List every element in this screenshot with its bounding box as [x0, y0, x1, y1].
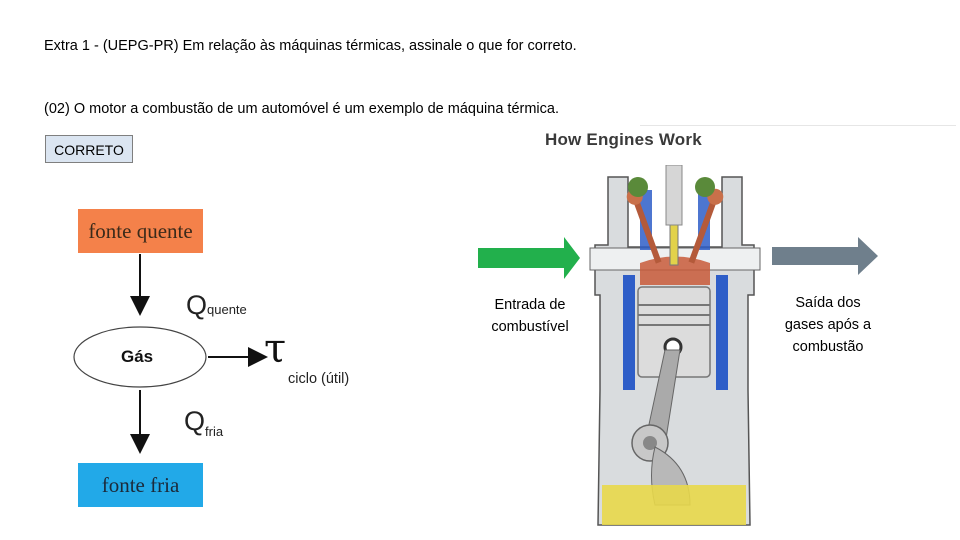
oil-sump [602, 485, 746, 525]
combustion-chamber [640, 256, 710, 285]
q-cold-label: Qfria [184, 406, 224, 439]
gas-ellipse [73, 326, 207, 388]
cam-left [628, 177, 648, 197]
exhaust-caption-line1: Saída dos [795, 295, 861, 311]
exhaust-arrow [772, 237, 878, 275]
intake-arrow [478, 237, 580, 279]
q-hot-label: Qquente [186, 290, 247, 321]
hot-source-box: fonte quente [78, 209, 203, 253]
exhaust-caption-line3: combustão [792, 339, 864, 355]
intake-caption: Entrada de combustível [455, 294, 605, 338]
intake-caption-line1: Entrada de [494, 297, 566, 313]
exhaust-caption: Saída dos gases após a combustão [760, 292, 896, 358]
question-text: Extra 1 - (UEPG-PR) Em relação às máquin… [44, 38, 577, 54]
statement-text: (02) O motor a combustão de um automóvel… [44, 101, 559, 117]
coolant-left [623, 275, 635, 390]
answer-badge: CORRETO [45, 135, 133, 163]
q-cold-subscript: fria [205, 424, 224, 439]
gas-label: Gás [121, 347, 154, 366]
cold-source-box: fonte fria [78, 463, 203, 507]
engine-illustration [478, 165, 878, 526]
q-cold-symbol: Q [184, 406, 206, 436]
exhaust-caption-line2: gases após a [784, 317, 872, 333]
divider-line [640, 125, 956, 126]
diagram-arrows [73, 254, 268, 454]
spark-plug [669, 224, 679, 266]
cam-right [695, 177, 715, 197]
q-hot-subscript: quente [207, 302, 247, 317]
engine-title: How Engines Work [545, 130, 702, 149]
coolant-right [716, 275, 728, 390]
work-label: ciclo (útil) [288, 371, 350, 387]
intake-caption-line2: combustível [491, 319, 569, 335]
tau-symbol: τ [264, 326, 287, 372]
q-hot-symbol: Q [186, 290, 208, 320]
